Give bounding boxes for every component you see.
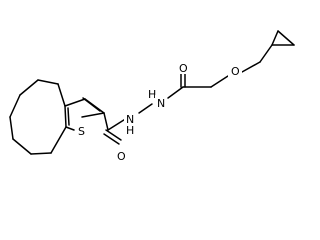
bond xyxy=(138,103,153,114)
label-background xyxy=(155,95,167,109)
hydrazide-h-label: H xyxy=(148,88,156,101)
hydrazide-h-bottom-label: H xyxy=(126,124,134,137)
bond xyxy=(9,94,21,118)
bond xyxy=(65,126,75,131)
bond xyxy=(81,112,105,118)
hydrazide-n-top-label: N xyxy=(157,97,165,110)
bond xyxy=(57,83,66,107)
bond xyxy=(241,61,261,73)
bond xyxy=(64,105,67,128)
oxygen-carbonyl-top-label: O xyxy=(179,62,188,75)
hydrazide-n-bottom-label: N xyxy=(126,113,134,126)
bond xyxy=(50,126,67,154)
bond xyxy=(105,129,122,141)
bond xyxy=(277,30,295,46)
bond xyxy=(103,112,109,131)
oxygen-ether-label: O xyxy=(231,65,240,78)
bond xyxy=(271,30,279,46)
bond xyxy=(19,79,39,96)
bond xyxy=(30,152,52,155)
bond xyxy=(103,133,120,145)
label-background xyxy=(228,63,242,77)
sulfur-label: S xyxy=(78,125,85,138)
bond xyxy=(107,117,128,131)
bond xyxy=(210,75,229,88)
bond xyxy=(9,116,14,140)
label-background xyxy=(124,124,136,136)
bond xyxy=(82,97,101,112)
bond xyxy=(64,98,86,107)
label-background xyxy=(76,123,88,137)
bond xyxy=(259,44,273,63)
oxygen-carbonyl-bottom-label: O xyxy=(117,150,126,163)
bond xyxy=(67,107,70,126)
structure-canvas: O O H N N H O S xyxy=(9,30,295,163)
bond xyxy=(37,79,59,85)
label-background xyxy=(176,60,190,74)
molecule-diagram: O O H N N H O S xyxy=(9,30,295,163)
label-background xyxy=(124,111,136,125)
bond xyxy=(12,138,32,155)
label-background xyxy=(114,148,128,162)
bond xyxy=(167,86,184,99)
